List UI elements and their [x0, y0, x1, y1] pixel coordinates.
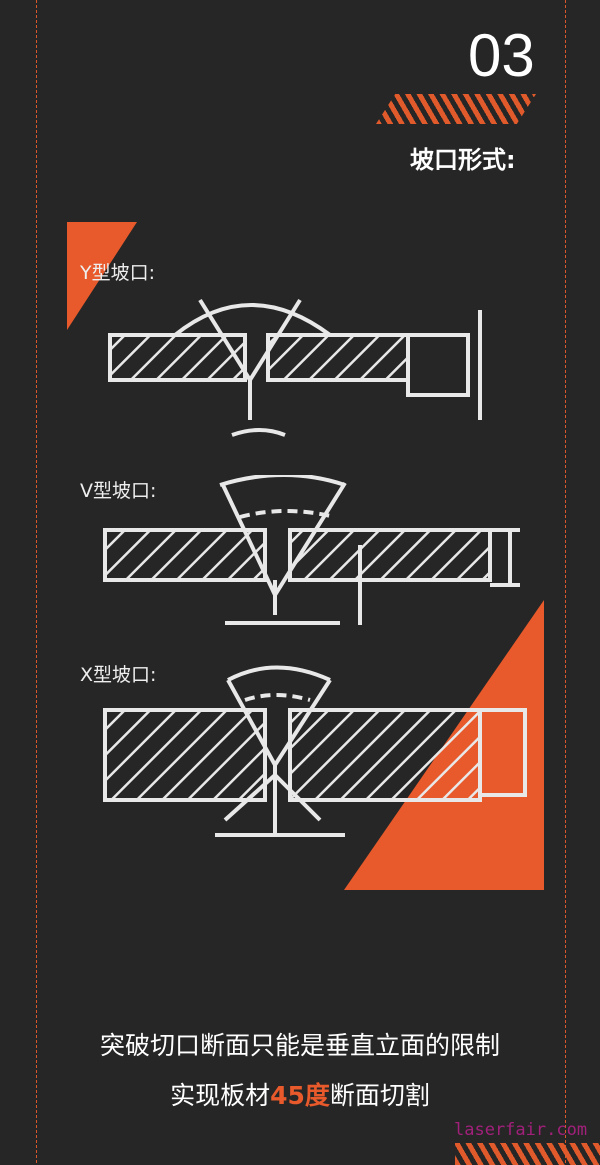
stripe-decoration	[376, 94, 536, 124]
y-groove-label: Y型坡口:	[80, 262, 156, 284]
x-groove-diagram	[103, 665, 527, 837]
watermark: laserfair.com	[454, 1120, 588, 1140]
caption-line-2: 实现板材45度断面切割	[0, 1076, 600, 1112]
right-dashed-border	[565, 0, 566, 1163]
caption-highlight: 45度	[270, 1081, 330, 1110]
caption-line-1: 突破切口断面只能是垂直立面的限制	[99, 1031, 500, 1060]
stripe-decoration-bottom	[455, 1143, 600, 1165]
v-groove-label: V型坡口:	[80, 480, 157, 502]
caption-text: 实现板材	[170, 1081, 271, 1110]
x-groove-label: X型坡口:	[80, 664, 157, 686]
y-groove-diagram	[108, 298, 482, 437]
caption-text: 断面切割	[329, 1081, 430, 1110]
section-number: 03	[468, 22, 535, 89]
section-title: 坡口形式:	[410, 146, 516, 174]
left-dashed-border	[36, 0, 37, 1163]
v-groove-diagram	[103, 475, 520, 625]
